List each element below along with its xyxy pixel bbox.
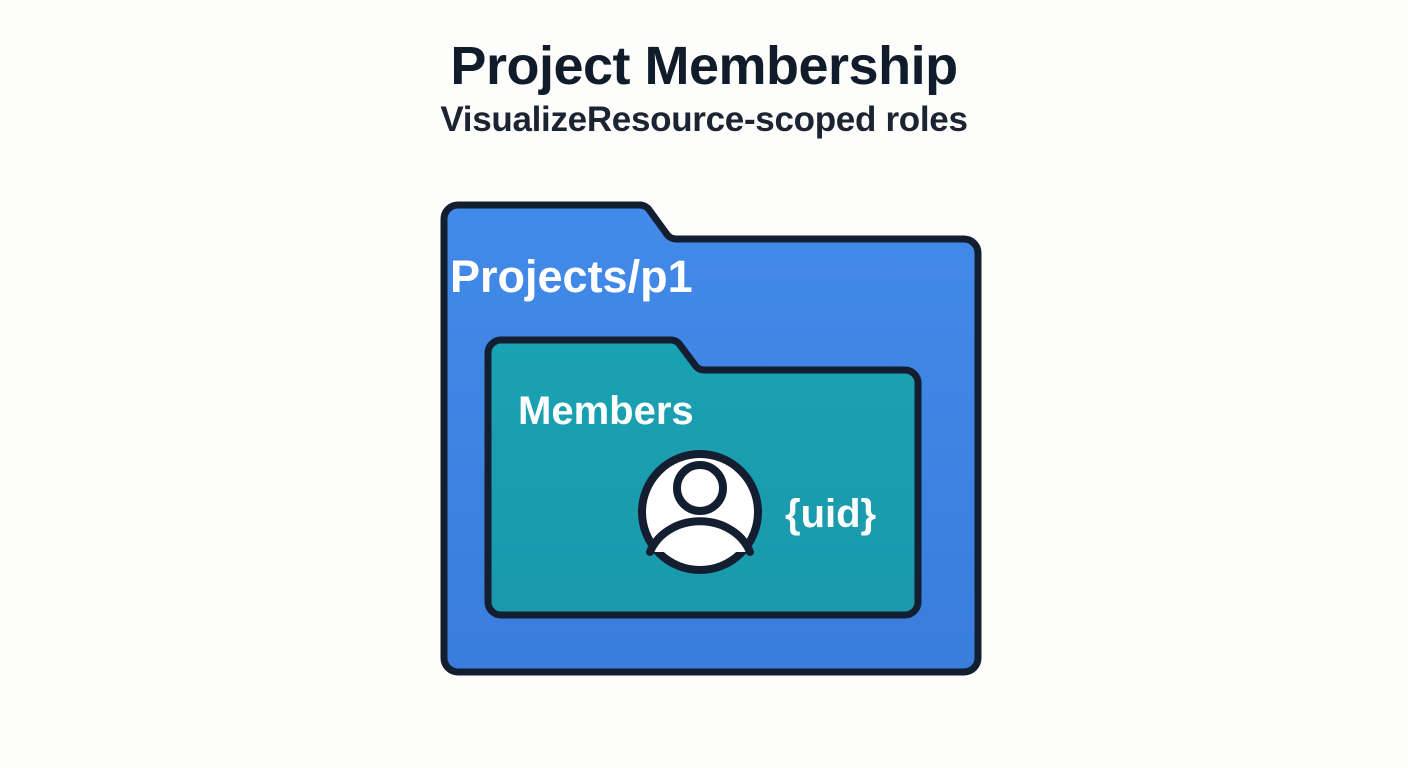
outer-folder-label: Projects/p1	[450, 251, 693, 302]
inner-folder-group[interactable]: Members {uid}	[484, 336, 922, 619]
page-subtitle: VisualizeResource-scoped roles	[440, 100, 968, 140]
user-avatar-icon[interactable]	[638, 450, 762, 574]
inner-folder-label: Members	[518, 389, 694, 433]
heading-block: Project Membership VisualizeResource-sco…	[0, 36, 1408, 140]
avatar-shoulders-icon	[646, 517, 754, 556]
member-uid-label: {uid}	[785, 492, 876, 536]
page-title: Project Membership	[450, 36, 958, 96]
avatar-head-icon	[673, 461, 727, 515]
folder-diagram: Projects/p1 Members {uid}	[410, 185, 1000, 690]
